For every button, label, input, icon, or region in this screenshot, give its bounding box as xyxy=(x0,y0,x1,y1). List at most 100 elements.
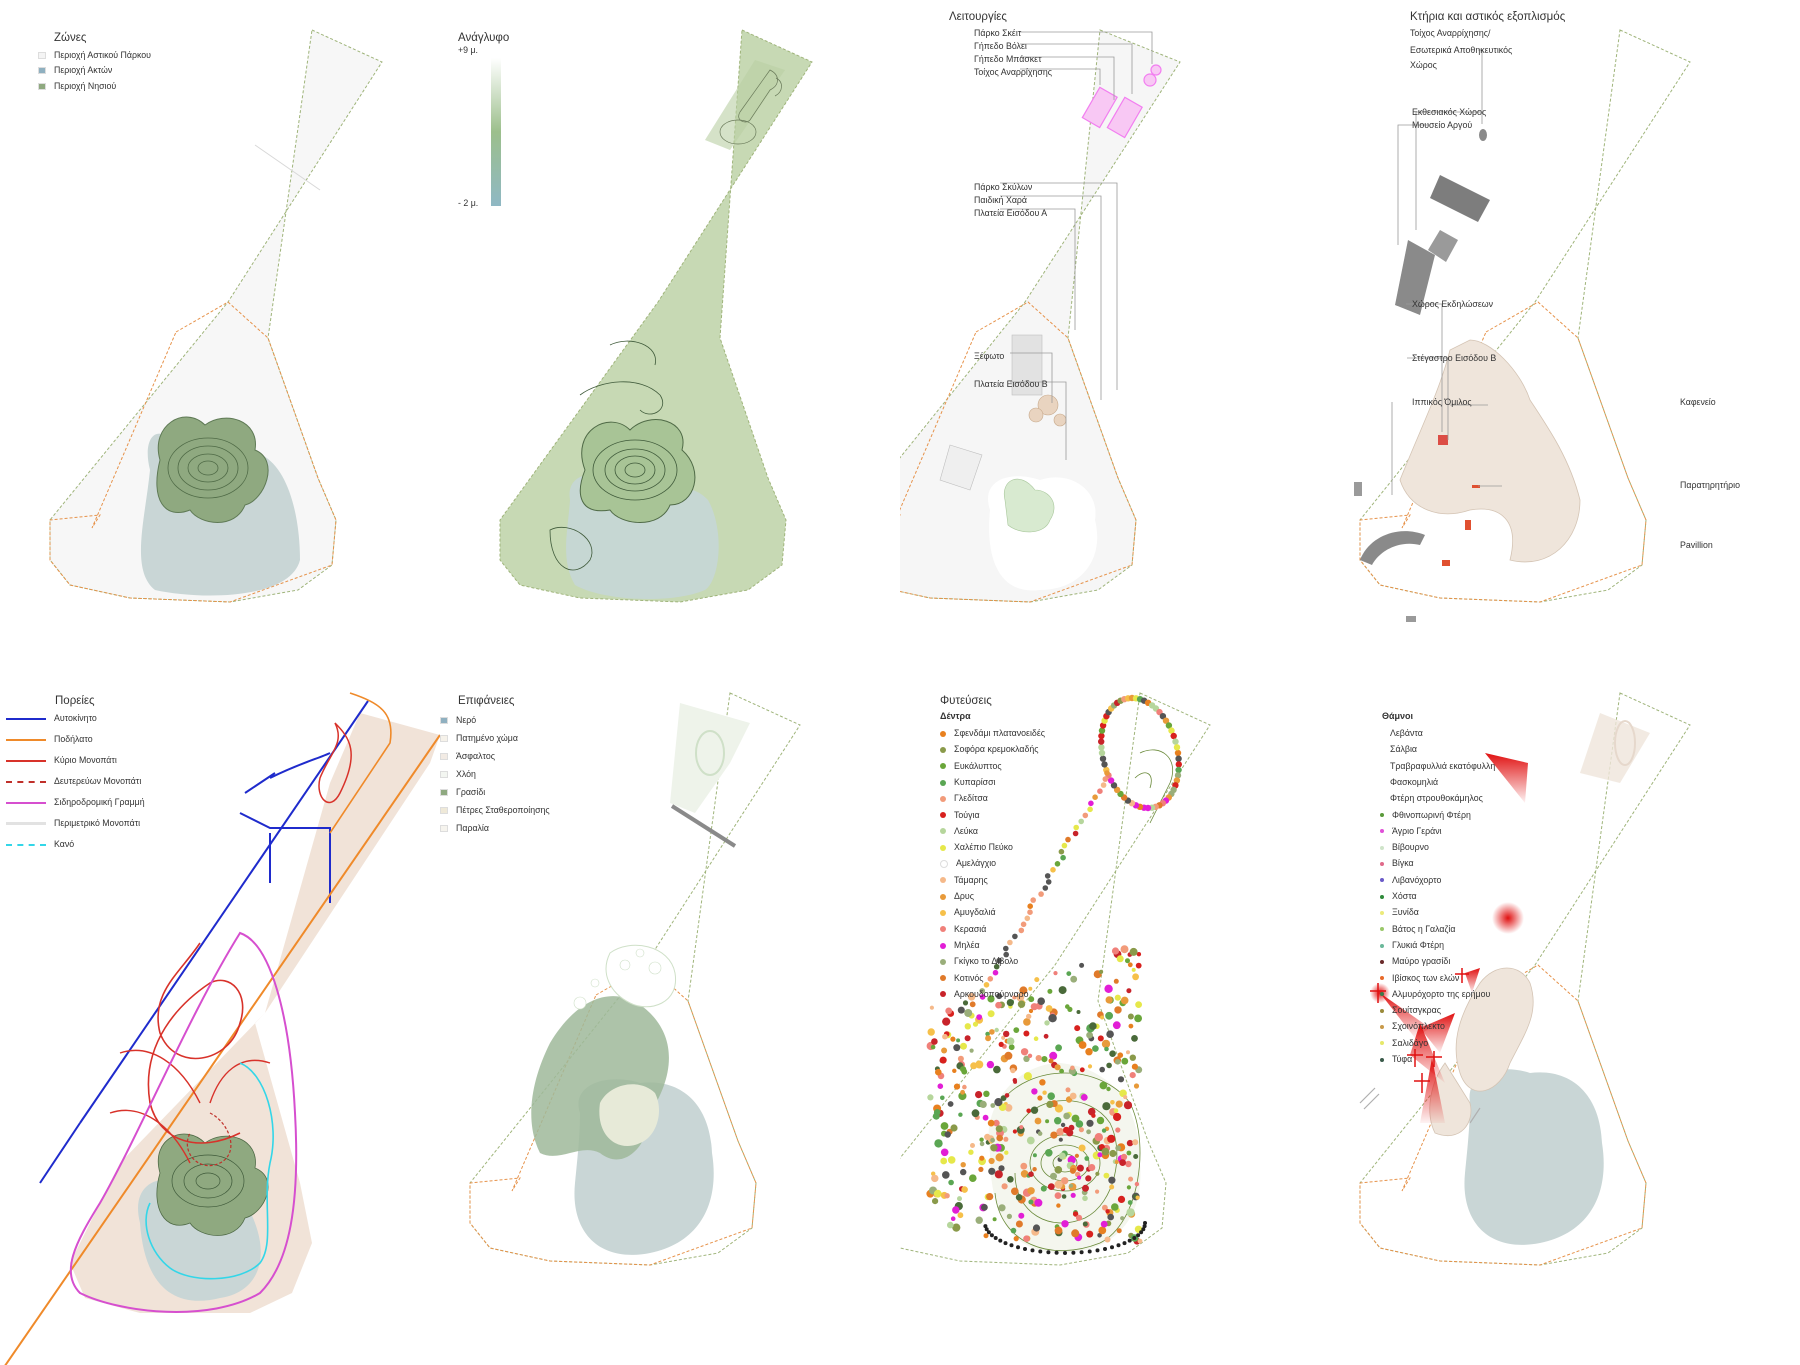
tree-marker xyxy=(1063,1112,1071,1120)
car-road xyxy=(79,700,369,1124)
tree-marker xyxy=(1050,1172,1057,1180)
tree-marker xyxy=(1040,1185,1047,1192)
tree-marker xyxy=(1170,732,1177,740)
tree-marker xyxy=(1135,1001,1142,1008)
tree-marker xyxy=(1101,1039,1111,1049)
tree-marker xyxy=(1126,1185,1131,1190)
tree-marker xyxy=(1020,1162,1028,1170)
tree-marker xyxy=(978,1166,984,1172)
tree-marker xyxy=(1054,1226,1063,1235)
tree-marker xyxy=(1069,1183,1073,1188)
shrub-legend-dot xyxy=(1380,927,1384,932)
tree-marker xyxy=(969,1001,976,1008)
tree-marker xyxy=(1028,1199,1034,1205)
shrub-legend-item: Σχοινόπλεκτο xyxy=(1380,1021,1445,1031)
tree-marker xyxy=(1120,1216,1125,1221)
tree-marker xyxy=(1061,1220,1069,1228)
path-legend-bike: Ποδήλατο xyxy=(6,734,93,744)
view-cone xyxy=(1485,753,1528,803)
surfaces-map xyxy=(469,692,801,1266)
tree-marker xyxy=(960,1162,966,1168)
shrub-legend-item: Φτέρη στρουθοκάμηλος xyxy=(1390,793,1483,804)
tree-marker xyxy=(1027,903,1033,909)
tree-marker xyxy=(1082,1195,1088,1202)
shrub-legend-item: Σουίτσγκρας xyxy=(1380,1005,1441,1015)
tree-marker xyxy=(993,1065,1001,1074)
tree-marker xyxy=(990,1103,996,1108)
tree-marker xyxy=(1108,1176,1116,1184)
tree-marker xyxy=(1114,1006,1122,1014)
tree-marker xyxy=(979,988,985,994)
tree-marker xyxy=(1055,1044,1062,1052)
tree-marker xyxy=(1011,1187,1019,1196)
tree-marker xyxy=(996,993,1003,1000)
zones-map xyxy=(49,29,383,603)
tree-marker xyxy=(1115,1127,1121,1133)
tree-marker xyxy=(940,1157,948,1165)
tree-marker xyxy=(1073,824,1079,831)
tree-marker xyxy=(1053,971,1058,976)
tree-marker xyxy=(937,1083,944,1089)
tree-marker xyxy=(1070,975,1078,983)
tree-marker xyxy=(979,1100,987,1108)
zone-legend-item: Περιοχή Αστικού Πάρκου xyxy=(38,50,151,60)
path-legend-perimeter: Περιμετρικό Μονοπάτι xyxy=(6,818,140,828)
tree-legend-item: Σοφόρα κρεμοκλαδής xyxy=(940,744,1039,754)
tree-marker xyxy=(1134,1181,1140,1187)
tree-marker xyxy=(1078,1041,1087,1049)
tree-legend-dot xyxy=(940,860,948,869)
tree-marker xyxy=(1139,1230,1144,1235)
tree-marker xyxy=(1113,1108,1119,1113)
tree-marker xyxy=(985,1035,992,1042)
tree-marker xyxy=(1071,1250,1076,1255)
tree-marker xyxy=(1027,909,1033,915)
tree-marker xyxy=(1137,1238,1143,1244)
tree-marker xyxy=(1065,836,1071,843)
building-equestrian: Ιππικός Όμιλος xyxy=(1412,397,1472,407)
tree-marker xyxy=(1120,945,1129,954)
tree-marker xyxy=(1061,1194,1067,1199)
tree-marker xyxy=(1127,1238,1132,1243)
shrub-legend-item: Σάλβια xyxy=(1390,744,1418,755)
tree-marker xyxy=(964,1035,971,1042)
tree-marker xyxy=(1015,1220,1023,1228)
tree-marker xyxy=(1106,1086,1111,1092)
tree-marker xyxy=(957,1196,962,1202)
tree-marker xyxy=(953,1083,961,1090)
building-observatory: Παρατηρητήριο xyxy=(1680,480,1741,490)
tree-marker xyxy=(1020,1170,1029,1178)
tree-marker xyxy=(952,1206,960,1214)
shrub-legend-item: Ιβίσκος των ελών xyxy=(1380,973,1459,983)
tree-marker xyxy=(947,1221,954,1229)
tree-marker xyxy=(1096,1116,1105,1125)
museum-building xyxy=(1430,175,1490,222)
tree-marker xyxy=(1102,776,1109,782)
tree-marker xyxy=(1135,962,1142,969)
tree-marker xyxy=(964,1009,973,1017)
surface-legend-water: Νερό xyxy=(440,715,476,725)
secondary-trail xyxy=(186,1112,232,1167)
tree-legend-item: Δρυς xyxy=(940,891,974,901)
tree-marker xyxy=(983,1090,990,1097)
tree-marker xyxy=(1069,1092,1077,1100)
tree-marker xyxy=(1101,1128,1107,1133)
tree-marker xyxy=(1095,1189,1100,1194)
tree-marker xyxy=(1019,1125,1024,1130)
surface-swatch xyxy=(440,825,448,833)
tree-marker xyxy=(1063,1126,1070,1134)
railway xyxy=(69,931,298,1313)
tree-marker xyxy=(1060,854,1066,861)
tree-marker xyxy=(957,1055,964,1062)
shrub-legend-dot xyxy=(1380,976,1384,981)
tree-marker xyxy=(1095,1171,1100,1176)
tree-marker xyxy=(941,1047,948,1054)
tree-marker xyxy=(1126,1050,1130,1055)
shrub-legend-item: Βίβουρνο xyxy=(1380,842,1429,852)
tree-marker xyxy=(972,1021,979,1027)
tree-marker xyxy=(998,1204,1006,1212)
tree-marker xyxy=(1001,1035,1006,1040)
tree-marker xyxy=(1071,1114,1080,1123)
relief-island xyxy=(579,419,696,523)
tree-marker xyxy=(1116,1243,1121,1248)
